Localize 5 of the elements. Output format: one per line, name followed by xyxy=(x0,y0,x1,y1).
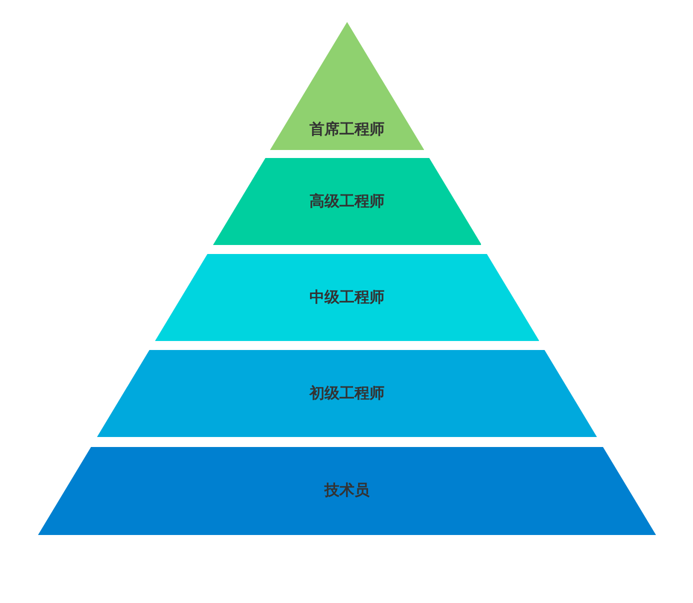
level-label: 首席工程师 xyxy=(309,120,384,139)
level-label: 高级工程师 xyxy=(309,192,384,210)
level-label: 中级工程师 xyxy=(309,288,384,306)
level-label: 初级工程师 xyxy=(309,384,384,402)
level-label: 技术员 xyxy=(324,481,370,500)
